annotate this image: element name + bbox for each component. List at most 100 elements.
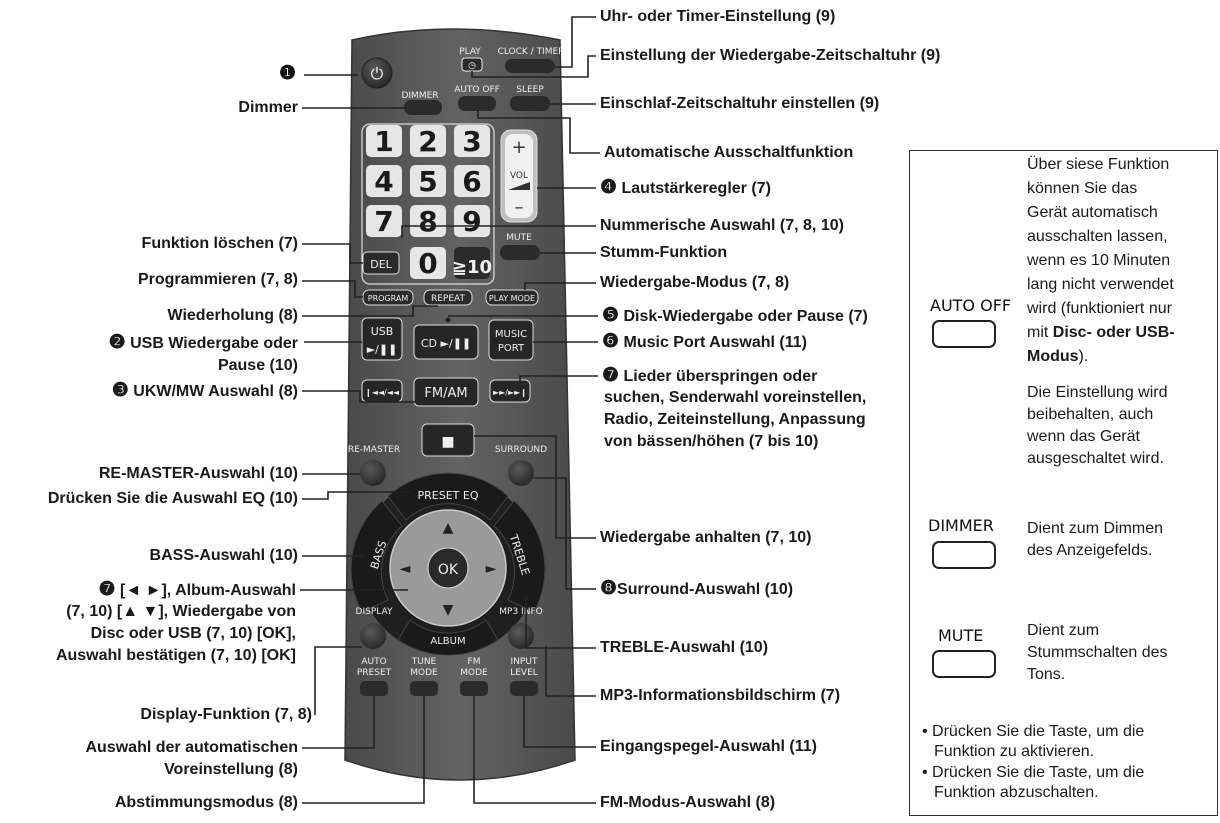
leader-skip — [519, 375, 598, 382]
digit-9-button[interactable] — [454, 205, 490, 237]
mute-desc-1: Dient zum — [1027, 622, 1100, 639]
retain-1: Die Einstellung wird — [1027, 384, 1168, 401]
digit-1-button[interactable] — [366, 125, 402, 157]
digit-5-button[interactable] — [410, 165, 446, 197]
re-master-button[interactable] — [360, 460, 386, 486]
surround-button[interactable] — [508, 460, 534, 486]
right-arrow-icon[interactable]: ► — [486, 561, 497, 577]
auto-preset-button[interactable] — [360, 681, 388, 696]
power-icon: ⏻ — [371, 64, 384, 83]
digit-2-button[interactable] — [410, 125, 446, 157]
digit-0-label: 0 — [418, 247, 437, 280]
cd-number: ❺ — [602, 305, 620, 326]
leader-fmmode — [473, 696, 596, 804]
skip-back-icon: ❙◄◄/◄◄ — [365, 388, 400, 397]
volume-rocker[interactable]: + VOL – — [500, 129, 538, 223]
down-arrow-icon[interactable]: ▼ — [443, 602, 454, 618]
leader-input — [523, 696, 596, 748]
power-callout: ❶ — [270, 63, 300, 86]
sleep-button[interactable] — [510, 96, 550, 111]
label-playmode: Wiedergabe-Modus (7, 8) — [600, 274, 790, 291]
mute-button[interactable] — [500, 245, 540, 260]
digit-2-label: 2 — [418, 125, 437, 158]
label-cursor: ❼ [◄ ►], Album-Auswahl — [0, 580, 296, 601]
mute-desc-2: Stummschalten des — [1027, 644, 1168, 661]
level-caption: LEVEL — [510, 668, 538, 678]
label-playtimer: Einstellung der Wiedergabe-Zeitschaltuhr… — [600, 47, 941, 64]
bass-button[interactable] — [350, 500, 403, 613]
left-arrow-icon[interactable]: ◄ — [400, 561, 411, 577]
digit-3-button[interactable] — [454, 125, 490, 157]
leader-tunemode — [302, 696, 425, 804]
mp3-info-button[interactable] — [508, 623, 534, 649]
label-stop: Wiedergabe anhalten (7, 10) — [600, 529, 812, 546]
ok-button[interactable] — [427, 547, 469, 589]
auto-off-desc-9: Modus). — [1027, 347, 1088, 367]
digit-8-label: 8 — [418, 205, 437, 238]
dimmer-caption: DIMMER — [401, 91, 438, 101]
digit-7-button[interactable] — [366, 205, 402, 237]
skip-forward-button[interactable] — [489, 379, 531, 403]
digit-4-button[interactable] — [366, 165, 402, 197]
label-surround-text: Surround-Auswahl (10) — [617, 581, 794, 598]
digit-9-label: 9 — [462, 205, 481, 238]
preset-eq-button[interactable] — [387, 472, 509, 521]
leader-mp3 — [545, 646, 596, 697]
display-caption: DISPLAY — [356, 607, 393, 617]
digit-8-button[interactable] — [410, 205, 446, 237]
clock-icon: ◷ — [468, 61, 476, 71]
info-mute-caption: MUTE — [938, 626, 984, 645]
input-level-button[interactable] — [510, 681, 538, 696]
power-button[interactable]: ⏻ — [361, 57, 393, 89]
up-arrow-icon[interactable]: ▲ — [443, 520, 454, 536]
digit-5-label: 5 — [418, 165, 437, 198]
digit-6-button[interactable] — [454, 165, 490, 197]
auto-off-desc-8a: mit — [1027, 324, 1053, 341]
play-mode-button[interactable] — [485, 289, 539, 306]
info-auto-off-caption: AUTO OFF — [930, 296, 1012, 315]
auto-off-desc-3: Gerät automatisch — [1027, 204, 1158, 221]
info-dimmer-caption: DIMMER — [928, 516, 994, 535]
label-usb-line1: USB Wiedergabe oder — [130, 335, 298, 352]
dimmer-button[interactable] — [404, 100, 442, 115]
tune-mode-button[interactable] — [410, 681, 438, 696]
mute-caption: MUTE — [506, 233, 532, 243]
treble-button[interactable] — [493, 500, 546, 613]
power-number: ❶ — [279, 63, 297, 84]
fm-am-button[interactable] — [413, 377, 479, 407]
label-autopreset-line2: Voreinstellung (8) — [164, 761, 298, 778]
label-program: Programmieren (7, 8) — [137, 271, 298, 288]
leader-clock — [555, 16, 596, 68]
label-clock: Uhr- oder Timer-Einstellung (9) — [600, 8, 836, 25]
digit-0-button[interactable] — [410, 247, 446, 279]
fm-caption: FM — [468, 657, 481, 667]
label-numeric: Nummerische Auswahl (7, 8, 10) — [600, 217, 844, 234]
usb-play-button[interactable] — [361, 317, 403, 361]
label-autooff: Automatische Ausschaltfunktion — [604, 144, 854, 161]
music-port-button[interactable] — [488, 319, 534, 361]
leader-autopreset — [302, 696, 375, 749]
fm-mode-button[interactable] — [460, 681, 488, 696]
clock-timer-button[interactable] — [505, 59, 555, 73]
auto-off-caption: AUTO OFF — [454, 85, 500, 95]
fmam-number: ❸ — [111, 380, 129, 401]
label-mp3: MP3-Informationsbildschirm (7) — [600, 687, 841, 704]
del-caption: DEL — [370, 258, 392, 271]
cd-play-button[interactable] — [413, 324, 479, 360]
info-auto-off-key — [932, 320, 996, 348]
label-cd: ❺ Disk-Wiedergabe oder Pause (7) — [602, 306, 868, 327]
vol-number: ❹ — [600, 177, 618, 198]
label-mute: Stumm-Funktion — [600, 244, 728, 261]
leader-fmam — [302, 390, 424, 403]
note-1-line2: Funktion zu aktivieren. — [934, 743, 1095, 760]
leader-autooff — [477, 111, 600, 154]
label-music: ❻ Music Port Auswahl (11) — [602, 332, 807, 353]
ge10-button[interactable] — [454, 247, 490, 279]
mute-desc-3: Tons. — [1027, 666, 1066, 683]
label-cd-text: Disk-Wiedergabe oder Pause (7) — [623, 308, 868, 325]
auto-off-button[interactable] — [458, 96, 496, 111]
repeat-button[interactable] — [423, 289, 473, 306]
auto-off-desc-8b: Disc- oder USB- — [1052, 324, 1175, 341]
stop-button[interactable] — [421, 423, 475, 457]
display-button[interactable] — [360, 623, 386, 649]
